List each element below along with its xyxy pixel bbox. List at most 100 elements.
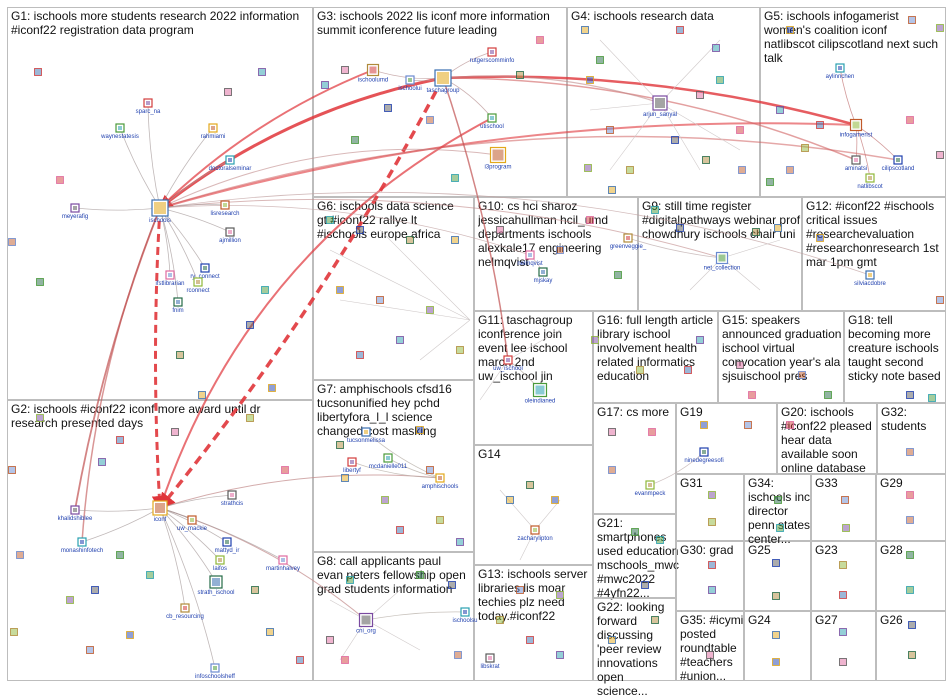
node-minor-14[interactable]: [116, 436, 124, 444]
node-minor-127[interactable]: [708, 586, 716, 594]
node-minor-135[interactable]: [772, 631, 780, 639]
node-rutgerscomminfo[interactable]: rutgerscomminfo: [470, 47, 515, 64]
node-minor-117[interactable]: [631, 528, 639, 536]
node-minor-63[interactable]: [356, 226, 364, 234]
node-minor-30[interactable]: [341, 66, 349, 74]
node-minor-72[interactable]: [496, 226, 504, 234]
node-minor-69[interactable]: [456, 346, 464, 354]
node-minor-43[interactable]: [712, 44, 720, 52]
node-minor-125[interactable]: [708, 518, 716, 526]
node-ischoolui[interactable]: ischoolui: [398, 75, 422, 92]
node-cb_resourcing[interactable]: cb_resourcing: [166, 603, 204, 620]
node-minor-50[interactable]: [702, 156, 710, 164]
node-minor-102[interactable]: [454, 651, 462, 659]
node-minor-37[interactable]: [581, 26, 589, 34]
node-monashinfotech[interactable]: monashinfotech: [61, 537, 103, 554]
node-minor-147[interactable]: [908, 621, 916, 629]
node-minor-34[interactable]: [451, 174, 459, 182]
node-minor-18[interactable]: [16, 551, 24, 559]
node-minor-9[interactable]: [198, 391, 206, 399]
node-minor-6[interactable]: [261, 286, 269, 294]
node-minor-56[interactable]: [816, 121, 824, 129]
node-uw_ischool[interactable]: uw_ischool: [493, 355, 523, 372]
node-minor-114[interactable]: [608, 428, 616, 436]
node-minor-116[interactable]: [608, 466, 616, 474]
node-minor-59[interactable]: [906, 116, 914, 124]
node-ischoolsu[interactable]: ischoolsu: [452, 607, 478, 624]
node-minor-144[interactable]: [906, 516, 914, 524]
node-minor-148[interactable]: [908, 651, 916, 659]
node-minor-80[interactable]: [816, 234, 824, 242]
node-minor-54[interactable]: [936, 24, 944, 32]
node-doctoralseminar[interactable]: doctoralseminar: [209, 155, 252, 172]
node-minor-123[interactable]: [744, 421, 752, 429]
node-aylinnchen[interactable]: aylinnchen: [826, 63, 855, 80]
node-cilipscotland[interactable]: cilipscotland: [882, 155, 915, 172]
node-minor-99[interactable]: [456, 538, 464, 546]
node-minor-15[interactable]: [98, 458, 106, 466]
node-minor-51[interactable]: [608, 186, 616, 194]
node-minor-79[interactable]: [774, 224, 782, 232]
node-minor-115[interactable]: [648, 428, 656, 436]
node-minor-47[interactable]: [596, 56, 604, 64]
node-ischools[interactable]: ischools: [149, 199, 171, 224]
node-ischoolumd[interactable]: ischoolumd: [358, 63, 388, 84]
node-minor-120[interactable]: [651, 616, 659, 624]
node-minor-111[interactable]: [496, 616, 504, 624]
node-ifstlibrarian[interactable]: ifstlibrarian: [155, 270, 185, 287]
node-minor-45[interactable]: [736, 126, 744, 134]
node-libertyf[interactable]: libertyf: [343, 457, 361, 474]
node-minor-128[interactable]: [706, 651, 714, 659]
node-nelmqvist[interactable]: nelmqvist: [517, 250, 543, 267]
node-minor-42[interactable]: [676, 26, 684, 34]
node-evanmpeck[interactable]: evanmpeck: [635, 480, 667, 497]
node-minor-106[interactable]: [526, 481, 534, 489]
node-uw_mackie[interactable]: uw_mackie: [177, 515, 208, 532]
node-minor-139[interactable]: [839, 561, 847, 569]
node-minor-40[interactable]: [584, 164, 592, 172]
node-minor-2[interactable]: [224, 88, 232, 96]
node-minor-107[interactable]: [506, 496, 514, 504]
node-minor-143[interactable]: [906, 491, 914, 499]
node-minor-28[interactable]: [296, 656, 304, 664]
node-minor-44[interactable]: [696, 91, 704, 99]
node-minor-112[interactable]: [526, 636, 534, 644]
node-meyerafig[interactable]: meyerafig: [62, 203, 88, 220]
node-ry_connect[interactable]: ry_connect: [190, 263, 220, 280]
node-minor-31[interactable]: [536, 36, 544, 44]
node-minor-66[interactable]: [336, 286, 344, 294]
node-minor-17[interactable]: [281, 466, 289, 474]
node-minor-0[interactable]: [34, 68, 42, 76]
node-minor-142[interactable]: [839, 658, 847, 666]
node-minor-109[interactable]: [516, 586, 524, 594]
node-minor-138[interactable]: [842, 524, 850, 532]
node-minor-26[interactable]: [66, 596, 74, 604]
node-minor-108[interactable]: [551, 496, 559, 504]
node-strathcis[interactable]: strathcis: [221, 490, 243, 507]
node-minor-41[interactable]: [626, 166, 634, 174]
node-minor-90[interactable]: [928, 394, 936, 402]
node-minor-119[interactable]: [641, 581, 649, 589]
node-minor-55[interactable]: [801, 144, 809, 152]
node-minor-5[interactable]: [36, 278, 44, 286]
node-minor-98[interactable]: [396, 526, 404, 534]
node-minor-3[interactable]: [56, 176, 64, 184]
node-minor-91[interactable]: [906, 391, 914, 399]
node-minor-103[interactable]: [416, 571, 424, 579]
node-minor-94[interactable]: [416, 426, 424, 434]
node-i3program[interactable]: i3program: [484, 146, 512, 171]
node-minor-86[interactable]: [736, 361, 744, 369]
node-minor-58[interactable]: [936, 151, 944, 159]
node-minor-76[interactable]: [651, 206, 659, 214]
node-minor-84[interactable]: [684, 366, 692, 374]
node-minor-35[interactable]: [384, 104, 392, 112]
node-minor-7[interactable]: [246, 321, 254, 329]
node-sparc_na[interactable]: sparc_na: [136, 98, 161, 115]
node-minor-130[interactable]: [906, 448, 914, 456]
node-minor-20[interactable]: [146, 571, 154, 579]
node-minor-11[interactable]: [8, 466, 16, 474]
node-minor-113[interactable]: [556, 651, 564, 659]
node-minor-83[interactable]: [636, 366, 644, 374]
node-minor-61[interactable]: [766, 178, 774, 186]
node-minor-73[interactable]: [586, 216, 594, 224]
